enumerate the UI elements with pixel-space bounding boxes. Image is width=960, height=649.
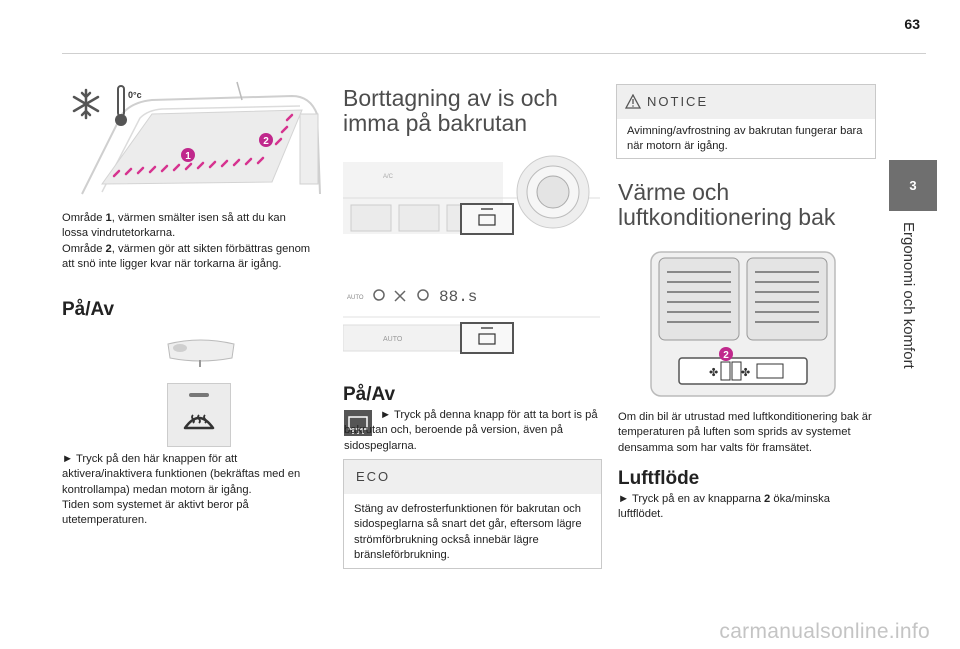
- airflow-suffix: öka/minska luftflödet.: [618, 493, 830, 521]
- page-number: 63: [904, 16, 920, 32]
- auto-label: AUTO: [383, 336, 403, 343]
- warning-icon: [625, 94, 641, 109]
- airflow-heading: Luftflöde: [618, 468, 700, 489]
- marker-2-vent: [719, 347, 733, 361]
- zone1-text: Område 1, värmen smälter isen så att du …: [62, 211, 312, 242]
- chapter-title: Ergonomi och komfort: [899, 222, 919, 402]
- watermark: carmanualsonline.info: [719, 620, 930, 643]
- zone2-desc: , värmen gör att sikten förbättras genom…: [62, 242, 311, 270]
- col1-intro: Område 1, värmen smälter isen så att du …: [62, 211, 312, 272]
- rear-defrost-icon: [344, 410, 372, 436]
- airflow-button-number: 2: [764, 493, 771, 505]
- panel-small-label: AUTO: [347, 295, 364, 301]
- eco-text: Stäng av defrosterfunktionen för bakruta…: [354, 503, 582, 561]
- zone2-prefix: Område: [62, 242, 106, 255]
- fan-icon-high: ✤: [741, 366, 750, 379]
- airflow-instruction: ► Tryck på en av knapparna 2 öka/minska …: [618, 492, 876, 523]
- marker-1-label: 1: [185, 151, 191, 162]
- zone1-number: 1: [105, 212, 112, 224]
- rear-ac-description: Om din bil är utrustad med luftkondition…: [618, 411, 872, 454]
- notice-header: NOTICE: [617, 85, 875, 119]
- rear-vent-figure: ✤ ✤ 2: [650, 251, 836, 397]
- marker-2: [259, 133, 273, 147]
- zone2-number: 2: [105, 242, 112, 255]
- zone1-prefix: Område: [62, 212, 106, 224]
- marker-2-label: 2: [263, 136, 269, 147]
- eco-box: ECO Stäng av defrosterfunktionen för bak…: [343, 459, 602, 569]
- rear-defrost-instruction: ► Tryck på denna knapp för att ta bort i…: [344, 409, 598, 452]
- control-panel-figure-2: AUTO 88.s AUTO: [343, 281, 600, 359]
- col2-subheading: På/Av: [343, 384, 396, 405]
- indicator-light: [189, 393, 209, 397]
- eco-title: ECO: [344, 460, 601, 494]
- zone2-text: Område 2, värmen gör att sikten förbättr…: [62, 242, 312, 273]
- snowflake-icon: [72, 88, 100, 120]
- temp-label: 0°c: [128, 90, 142, 100]
- heating-lines: [112, 113, 294, 178]
- notice-title: NOTICE: [647, 94, 709, 109]
- onoff-instruction: ► Tryck på den här knappen för att aktiv…: [62, 453, 301, 496]
- chapter-tab[interactable]: 3: [889, 160, 937, 211]
- top-divider: [62, 53, 926, 54]
- airflow-prefix: ► Tryck på en av knapparna: [618, 493, 765, 505]
- rear-ac-heading: Värme och luftkonditionering bak: [618, 179, 836, 230]
- notice-box: NOTICE Avimning/avfrostning av bakrutan …: [616, 84, 876, 159]
- windscreen-heating-figure: 0°c 1 2: [72, 81, 321, 195]
- panel-display: 88.s: [439, 288, 477, 306]
- fan-icon-low: ✤: [709, 366, 718, 379]
- windscreen-defrost-icon: [183, 414, 215, 430]
- zone1-desc: , värmen smälter isen så att du kan loss…: [62, 212, 286, 240]
- duration-note: Tiden som systemet är aktivt beror på ut…: [62, 498, 249, 527]
- marker-2-vent-label: 2: [723, 350, 729, 361]
- marker-1: [181, 148, 195, 162]
- col1-heading: På/Av: [62, 299, 115, 320]
- mirror-figure: [167, 339, 235, 367]
- chapter-title-text: Ergonomi och komfort: [900, 222, 917, 369]
- col1-instructions: ► Tryck på den här knappen för att aktiv…: [62, 452, 312, 528]
- control-panel-figure-1: A/C: [343, 150, 600, 242]
- thermometer-icon: [115, 85, 127, 126]
- ac-label: A/C: [383, 174, 394, 180]
- windscreen-defrost-button[interactable]: [167, 383, 231, 447]
- rear-defrost-heading: Borttagning av is och imma på bakrutan: [343, 85, 558, 136]
- notice-text: Avimning/avfrostning av bakrutan fungera…: [627, 125, 863, 153]
